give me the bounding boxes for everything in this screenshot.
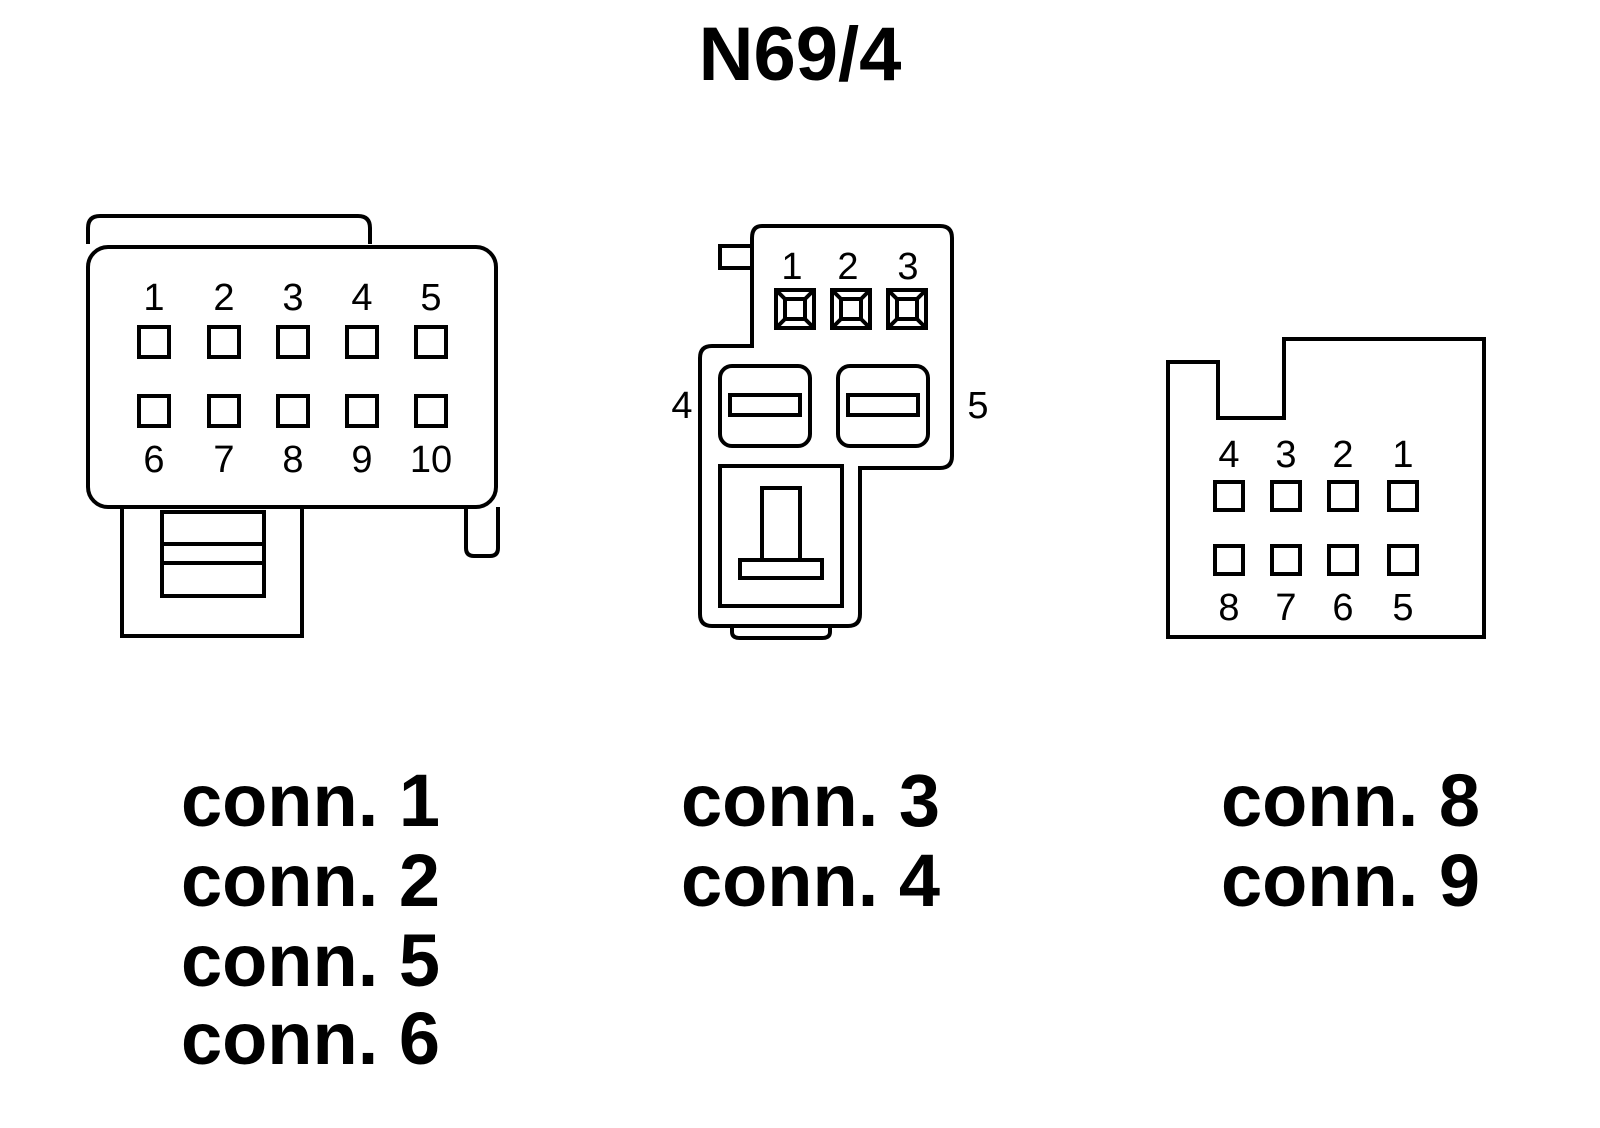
pin-number: 2 [1332,434,1353,476]
connector-b-labels: conn. 3 conn. 4 [681,759,940,922]
pin-number: 5 [420,277,441,319]
connector-label: conn. 5 [181,919,440,1002]
pin-cavity [1387,480,1419,512]
diagram-title: N69/4 [699,12,902,97]
connector-a-labels: conn. 1 conn. 2 conn. 5 conn. 6 [181,759,440,1080]
pin-number: 7 [1275,587,1296,629]
terminal-1 [774,288,816,330]
pin-number: 2 [837,246,858,288]
pin-cavity [1327,480,1359,512]
pin-number: 1 [781,246,802,288]
pin-number: 7 [213,439,234,481]
connector-a-body [86,245,498,509]
pin-number: 5 [967,385,988,427]
terminal-5 [836,364,930,448]
pin-cavity [1327,544,1359,576]
pin-number: 3 [897,246,918,288]
pin-cavity [1270,544,1302,576]
connector-a [86,214,500,638]
connector-label: conn. 8 [1221,759,1480,842]
connector-a-top-tab [86,214,372,244]
pin-cavity [1213,544,1245,576]
pin-number: 4 [671,385,692,427]
pin-number: 8 [1218,587,1239,629]
terminal-5-blade [846,393,920,417]
pin-cavity [276,394,310,428]
connector-c-labels: conn. 8 conn. 9 [1221,759,1480,922]
pin-number: 8 [282,439,303,481]
connector-label: conn. 3 [681,759,940,842]
pin-cavity [207,325,241,359]
connector-a-inner-slot [160,510,266,598]
connector-c [1166,337,1486,639]
terminal-4-blade [728,393,802,417]
pin-number: 10 [410,439,452,481]
pin-number: 1 [143,277,164,319]
pin-cavity [345,394,379,428]
pin-cavity [345,325,379,359]
pin-number: 6 [143,439,164,481]
pin-number: 6 [1332,587,1353,629]
pin-number: 3 [282,277,303,319]
pin-cavity [1213,480,1245,512]
connector-c-pin-labels: 4 3 2 1 8 7 6 5 [1218,434,1413,629]
pin-cavity [276,325,310,359]
connector-b-t-bar [738,558,824,580]
pin-cavity [1270,480,1302,512]
connector-b-side-tab [718,244,752,270]
pin-number: 4 [1218,434,1239,476]
pin-cavity [207,394,241,428]
connector-b-lower-cavity [718,464,844,608]
pin-cavity [414,325,448,359]
connector-b-bottom-lip [730,626,832,640]
terminal-4 [718,364,812,448]
connector-a-housing [120,507,304,638]
connector-label: conn. 9 [1221,839,1480,922]
pin-number: 3 [1275,434,1296,476]
connector-label: conn. 1 [181,759,440,842]
pin-cavity [1387,544,1419,576]
connector-a-pin-labels: 1 2 3 4 5 6 7 8 9 10 [143,277,452,481]
pin-cavity [414,394,448,428]
pin-number: 2 [213,277,234,319]
connector-a-latch [464,507,500,558]
connector-b-pin-labels: 1 2 3 4 5 [671,246,988,427]
pin-cavity [137,394,171,428]
connector-c-body [1166,337,1486,639]
terminal-3 [886,288,928,330]
pin-number: 9 [351,439,372,481]
connector-b [698,224,954,640]
connector-label: conn. 2 [181,839,440,922]
pin-number: 4 [351,277,372,319]
pin-cavity [137,325,171,359]
connector-label: conn. 4 [681,839,940,922]
connector-label: conn. 6 [181,997,440,1080]
terminal-2 [830,288,872,330]
pin-number: 5 [1392,587,1413,629]
pin-number: 1 [1392,434,1413,476]
